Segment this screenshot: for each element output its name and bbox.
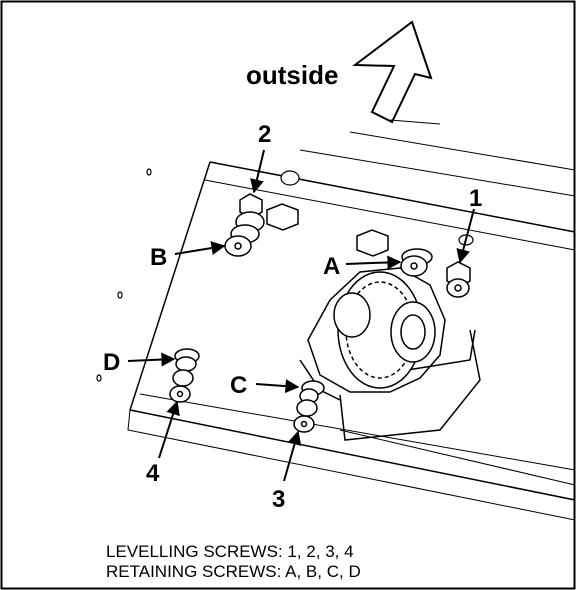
outside-arrow-icon: [352, 20, 433, 124]
screw-D: [174, 348, 200, 372]
screw-A: [400, 248, 433, 277]
callout-4: 4: [146, 460, 160, 487]
nut-blocks: [266, 203, 389, 257]
gear-assembly: [299, 267, 481, 441]
outside-label: outside: [246, 60, 338, 90]
retaining-screws-legend: RETAINING SCREWS: A, B, C, D: [106, 562, 361, 581]
callout-C: C: [230, 372, 247, 399]
callout-2: 2: [258, 121, 271, 148]
callout-arrows: [127, 149, 475, 482]
base-plate: [127, 119, 576, 521]
callout-D: D: [103, 349, 120, 376]
callout-B: B: [150, 244, 167, 271]
screw-4: [169, 369, 194, 403]
callout-3: 3: [272, 486, 285, 513]
levelling-screws-legend: LEVELLING SCREWS: 1, 2, 3, 4: [106, 542, 354, 561]
legend: LEVELLING SCREWS: 1, 2, 3, 4 RETAINING S…: [106, 542, 361, 582]
holes: [96, 168, 474, 382]
callout-A: A: [323, 253, 340, 280]
screw-1: [446, 261, 471, 298]
screw-3: [293, 399, 318, 433]
callout-1: 1: [469, 185, 482, 212]
screw-B: [224, 224, 260, 257]
